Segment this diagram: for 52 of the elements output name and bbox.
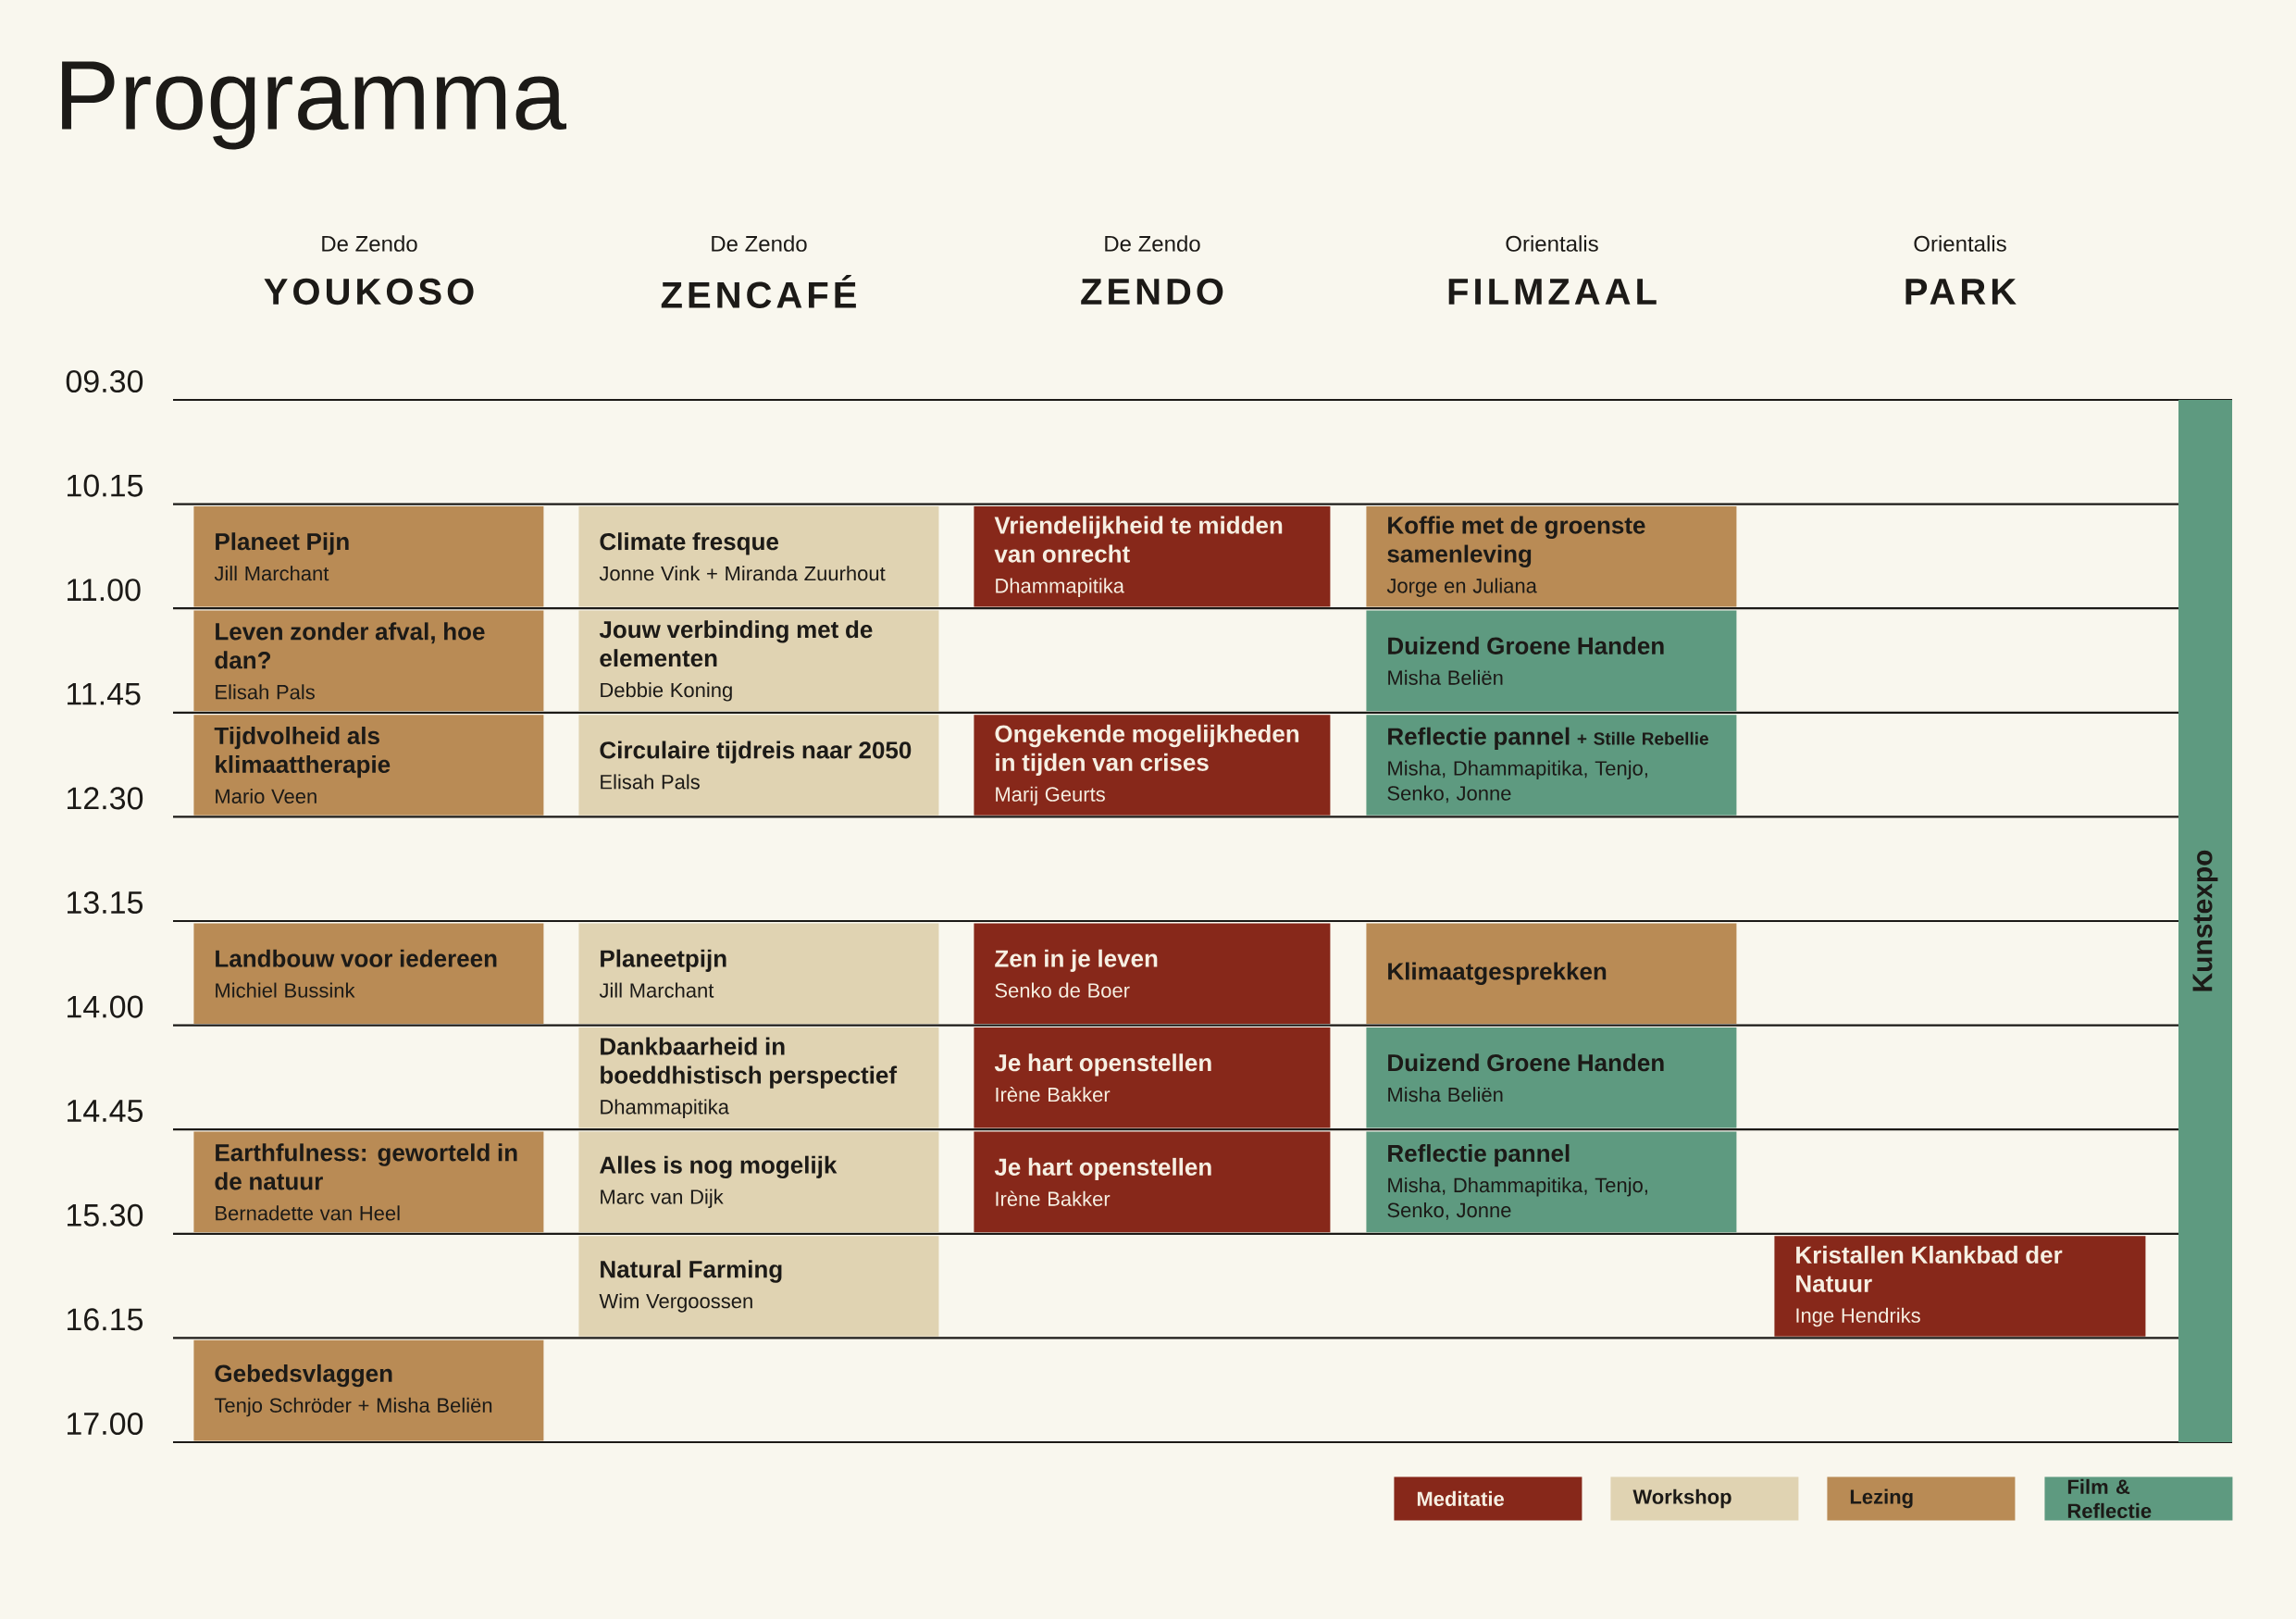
- session-box: Circulaire tijdreis naar 2050 Elisah Pals: [578, 715, 939, 816]
- session-box: Dankbaarheid in boeddhistisch perspectief Dhammapitika: [578, 1027, 939, 1128]
- venue-name: FILMZAAL: [1448, 279, 1657, 305]
- time-label: 16.15: [68, 1308, 143, 1331]
- time-label: 17.00: [68, 1412, 143, 1436]
- session-box: Koffie met de groenste samenleving Jorge en Juliana: [1366, 506, 1737, 607]
- session-box: Planeetpijn Jill Marchant: [578, 923, 939, 1024]
- venue-name: PARK: [1905, 279, 2017, 305]
- legend-item: Meditatie: [1394, 1476, 1582, 1521]
- session-box: Planeet Pijn Jill Marchant: [193, 506, 544, 607]
- session-box: Duizend Groene Handen Misha Beliën: [1366, 610, 1737, 712]
- venue-label: De Zendo: [712, 235, 807, 252]
- session-box: Gebedsvlaggen Tenjo Schröder + Misha Beliën: [193, 1339, 544, 1441]
- venue-name: YOUKOSO: [264, 278, 474, 305]
- time-label: 14.45: [68, 1100, 143, 1123]
- session-box: Duizend Groene Handen Misha Beliën: [1366, 1027, 1737, 1128]
- time-label: 11.45: [68, 682, 141, 705]
- session-box: Vriendelijkheid te midden van onrecht Dhammapitika: [974, 506, 1331, 607]
- session-box: Climate fresque Jonne Vink + Miranda Zuurhout: [578, 506, 939, 607]
- session-box: Ongekende mogelijkheden in tijden van crises Marij Geurts: [974, 715, 1331, 816]
- legend-item: Film & Reflectie: [2044, 1476, 2233, 1521]
- session-box: Earthfulness: geworteld in de natuur Bernadette van Heel: [193, 1131, 544, 1233]
- venue-label: De Zendo: [1105, 235, 1200, 252]
- session-box: Reflectie pannel Misha, Dhammapitika, Tenjo, Senko, Jonne: [1366, 1131, 1737, 1233]
- time-label: 15.30: [68, 1203, 143, 1227]
- venue-name: ZENDO: [1081, 278, 1223, 305]
- session-box: Leven zonder afval, hoe dan? Elisah Pals: [193, 610, 544, 712]
- legend-item: Lezing: [1827, 1476, 2016, 1521]
- time-label: 10.15: [68, 474, 143, 497]
- time-label: 13.15: [68, 890, 143, 915]
- session-box: Kristallen Klankbad der Natuur Inge Hendriks: [1774, 1236, 2146, 1337]
- session-box: Alles is nog mogelijk Marc van Dijk: [578, 1131, 939, 1233]
- time-label: 14.00: [68, 995, 143, 1018]
- session-box: Natural Farming Wim Vergoossen: [578, 1236, 939, 1337]
- session-box: Klimaatgesprekken: [1366, 923, 1737, 1024]
- session-box: Tijdvolheid als klimaattherapie Mario Veen: [193, 715, 544, 816]
- time-label: 11.00: [68, 579, 141, 602]
- session-box: Zen in je leven Senko de Boer: [974, 923, 1331, 1024]
- time-label: 09.30: [66, 369, 143, 393]
- session-box: Je hart openstellen Irène Bakker: [974, 1027, 1331, 1128]
- page-title: Programma: [62, 61, 567, 150]
- session-box: Je hart openstellen Irène Bakker: [974, 1131, 1331, 1233]
- venue-label: De Zendo: [322, 235, 417, 252]
- venue-label: Orientalis: [1506, 235, 1598, 252]
- venue-label: Orientalis: [1914, 235, 2006, 252]
- venue-name: ZENCAFÉ: [661, 275, 856, 308]
- legend-item: Workshop: [1610, 1476, 1799, 1521]
- session-box: Reflectie pannel + Stille Rebellie Misha, Dhammapitika, Tenjo, Senko, Jonne: [1366, 715, 1737, 816]
- session-box: Jouw verbinding met de elementen Debbie Koning: [578, 610, 939, 712]
- exhibition-bar: Kunstexpo: [2178, 400, 2232, 1442]
- session-box: Landbouw voor iedereen Michiel Bussink: [193, 923, 544, 1024]
- time-label: 12.30: [68, 787, 143, 810]
